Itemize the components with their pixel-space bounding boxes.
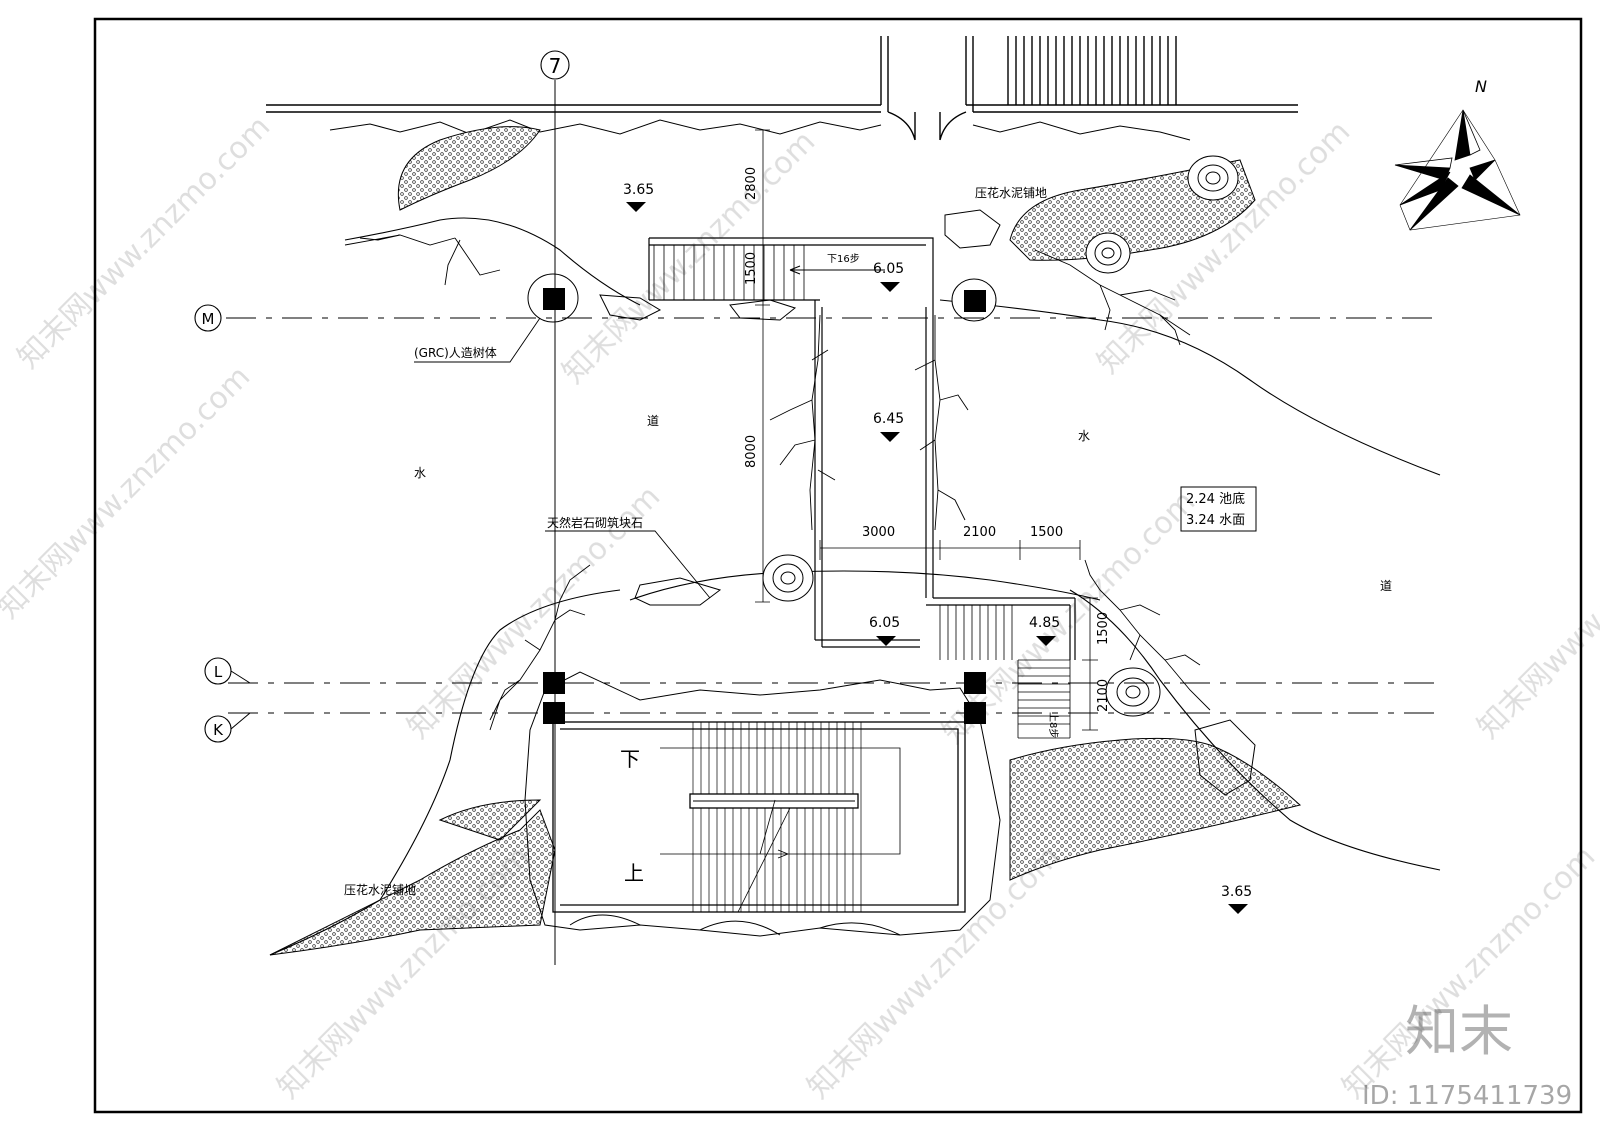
side-stair-treads (939, 605, 1071, 739)
watermark-id: ID: 1175411739 (1362, 1081, 1572, 1111)
grid-bubble-leaders (230, 670, 251, 730)
label-water-right: 水 (1078, 429, 1090, 443)
elevation-bottom-right: 3.65 (1221, 884, 1252, 900)
watermark-text: 知末网www.znzmo.com (401, 479, 667, 745)
grid-label-l: L (214, 663, 223, 681)
dim-2800: 2800 (744, 167, 759, 200)
building-walls (266, 36, 1298, 141)
dim-1500-h: 1500 (1030, 525, 1063, 540)
tree-trunk-rings (527, 155, 1239, 717)
note-steps-up: 上8步 (1047, 712, 1059, 738)
note-paving-top: 压花水泥铺地 (975, 185, 1047, 200)
note-steps-down: 下16步 (827, 253, 860, 265)
grid-axis-lines (226, 80, 1440, 965)
watermark-text: 知末网www.znzmo.com (271, 839, 537, 1105)
watermark-text: 知末网www.znzmo.com (0, 359, 257, 625)
north-label: N (1475, 77, 1487, 96)
watermark-logo: 知末 (1405, 1000, 1513, 1063)
drawing-frame (93, 17, 1583, 1114)
dimension-lines (755, 129, 1098, 731)
dim-8000: 8000 (744, 435, 759, 468)
dim-1500-top: 1500 (744, 252, 759, 285)
elevation-upper-landing: 6.05 (873, 261, 904, 277)
elevation-top-left: 3.65 (623, 182, 654, 198)
paving-area-bottom-left (269, 799, 556, 956)
label-water-left: 水 (414, 466, 426, 480)
watermark-text: 知末网www.znzmo.com (1336, 839, 1600, 1105)
elevation-lower-landing: 6.05 (869, 615, 900, 631)
grid-label-7: 7 (549, 54, 562, 78)
grid-label-k: K (213, 721, 224, 739)
dim-1500-v: 1500 (1096, 612, 1111, 645)
watermark-text: 知末网www.znzmo.com (556, 124, 822, 390)
tree-branches (344, 234, 1211, 731)
watermark-text: 知末网www.znzmo.com (11, 109, 277, 375)
dim-2100-v: 2100 (1096, 679, 1111, 712)
leader-lines (414, 317, 711, 599)
bridge-walkway (648, 237, 1076, 660)
note-natural-rock: 天然岩石砌筑块石 (547, 515, 643, 530)
note-pool-bottom: 2.24 池底 (1186, 491, 1245, 507)
watermark-layer: 知末网www.znzmo.com 知末网www.znzmo.com 知末网www… (0, 109, 1600, 1105)
paving-area-bottom-right (1009, 737, 1302, 881)
grid-label-m: M (202, 310, 215, 328)
dim-2100-h: 2100 (963, 525, 996, 540)
water-edge-curves (269, 217, 1441, 956)
label-road-right: 道 (1380, 579, 1392, 593)
stair-label-down: 下 (620, 747, 640, 771)
elevation-side-landing: 4.85 (1029, 615, 1060, 631)
rock-edge-top (329, 119, 1191, 141)
water-level-box (1180, 486, 1257, 532)
elevation-bridge: 6.45 (873, 411, 904, 427)
dim-3000: 3000 (862, 525, 895, 540)
paving-area-top-left (397, 126, 541, 211)
rock-outlines (524, 209, 1256, 937)
note-grc-tree: (GRC)人造树体 (414, 345, 497, 360)
north-arrow-icon (1394, 109, 1521, 231)
note-paving-bottom: 压花水泥铺地 (344, 882, 416, 897)
upper-stair-treads (653, 245, 805, 300)
stair-label-up: 上 (624, 861, 644, 885)
main-stairwell (552, 721, 966, 913)
watermark-text: 知末网www.znzmo.com (801, 839, 1067, 1105)
elevation-markers (626, 202, 1248, 914)
upper-stair-arrow (789, 265, 885, 275)
label-road-left: 道 (647, 414, 659, 428)
note-water-surface: 3.24 水面 (1186, 513, 1245, 528)
grid-bubbles (194, 50, 570, 743)
